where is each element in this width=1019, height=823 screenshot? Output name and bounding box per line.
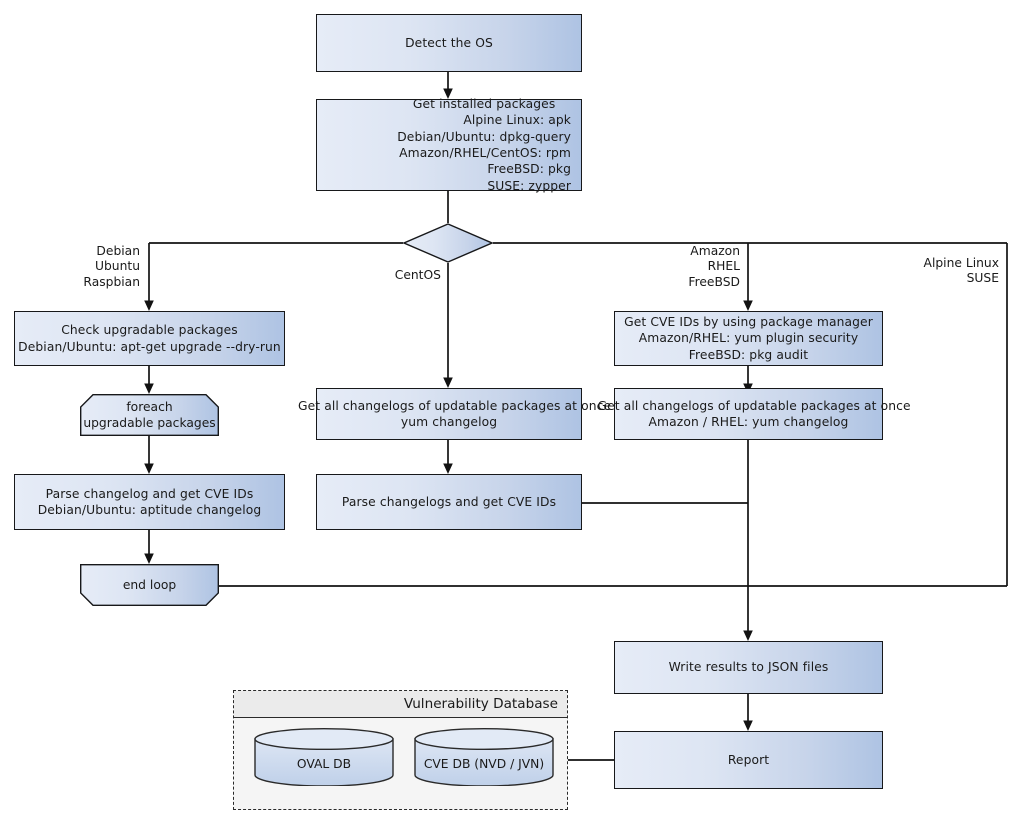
node-parse-changelog-debian[interactable]: Parse changelog and get CVE IDs Debian/U…	[14, 474, 285, 530]
node-changelogs-amazon[interactable]: Get all changelogs of updatable packages…	[598, 388, 911, 440]
end-loop-fill	[80, 564, 219, 606]
node-write-results[interactable]: Write results to JSON files	[614, 641, 883, 694]
node-report[interactable]: Report	[614, 731, 883, 789]
node-get-installed-packages[interactable]: Get installed packages Alpine Linux: apk…	[316, 96, 582, 193]
foreach-loop-outline	[80, 394, 219, 436]
node-end-loop[interactable]: end loop	[80, 564, 219, 606]
oval-db-label: OVAL DB	[296, 756, 352, 771]
foreach-line-2: upgradable packages	[83, 416, 216, 430]
db-cylinder-oval[interactable]: OVAL DB	[254, 727, 394, 787]
branch-label-debian: Debian Ubuntu Raspbian	[83, 244, 140, 289]
vulnerability-database-group: Vulnerability Database OVAL DB	[233, 690, 568, 810]
node-parse-changelogs-centos[interactable]: Parse changelogs and get CVE IDs	[316, 474, 582, 530]
node-os-decision[interactable]	[402, 223, 494, 263]
changelogs-centos-line-2: yum changelog	[400, 415, 498, 429]
db-cylinder-cve[interactable]: CVE DB (NVD / JVN)	[414, 727, 554, 787]
get-cve-ids-line-3: FreeBSD: pkg audit	[688, 347, 809, 362]
pkg-line-amazon: Amazon/RHEL/CentOS: rpm	[399, 146, 571, 160]
parse-changelogs-centos-label: Parse changelogs and get CVE IDs	[341, 494, 557, 509]
node-check-upgradable[interactable]: Check upgradable packages Debian/Ubuntu:…	[14, 311, 285, 366]
cve-db-label: CVE DB (NVD / JVN)	[423, 756, 545, 771]
foreach-loop-fill	[80, 394, 219, 436]
pkg-line-suse: SUSE: zypper	[487, 178, 571, 193]
get-cve-ids-line-1: Get CVE IDs by using package manager	[624, 314, 873, 329]
node-get-cve-ids-pkgmgr[interactable]: Get CVE IDs by using package manager Ama…	[614, 311, 883, 366]
end-loop-outline	[80, 564, 219, 606]
pkg-line-freebsd: FreeBSD: pkg	[487, 162, 571, 177]
node-detect-os[interactable]: Detect the OS	[316, 14, 582, 72]
vulnerability-database-title: Vulnerability Database	[234, 691, 567, 718]
branch-label-alpine: Alpine Linux SUSE	[923, 256, 999, 286]
report-label: Report	[727, 752, 770, 767]
check-upgradable-line-2: Debian/Ubuntu: apt-get upgrade --dry-run	[18, 339, 281, 354]
parse-changelog-deb-line-1: Parse changelog and get CVE IDs	[45, 486, 254, 501]
parse-changelog-deb-line-2: Debian/Ubuntu: aptitude changelog	[37, 503, 262, 517]
node-foreach-loop[interactable]: foreach upgradable packages	[80, 394, 219, 436]
pkg-line-debian: Debian/Ubuntu: dpkg-query	[397, 129, 571, 144]
changelogs-amazon-line-1: Get all changelogs of updatable packages…	[597, 398, 911, 413]
write-results-label: Write results to JSON files	[668, 660, 829, 675]
diamond-shape	[402, 223, 494, 263]
changelogs-amazon-line-2: Amazon / RHEL: yum changelog	[648, 415, 849, 429]
node-detect-os-label: Detect the OS	[405, 35, 493, 50]
node-changelogs-centos[interactable]: Get all changelogs of updatable packages…	[298, 388, 611, 440]
end-loop-label: end loop	[122, 577, 177, 592]
check-upgradable-line-1: Check upgradable packages	[61, 323, 238, 338]
cve-db-shape	[414, 727, 554, 787]
foreach-line-1: foreach	[126, 399, 173, 414]
changelogs-centos-line-1: Get all changelogs of updatable packages…	[298, 398, 612, 413]
branch-label-centos: CentOS	[394, 268, 441, 282]
branch-label-amazon: Amazon RHEL FreeBSD	[688, 244, 740, 289]
oval-db-shape	[254, 727, 394, 787]
node-get-installed-packages-title: Get installed packages	[412, 96, 556, 111]
get-cve-ids-line-2: Amazon/RHEL: yum plugin security	[638, 331, 859, 346]
pkg-line-alpine: Alpine Linux: apk	[463, 113, 571, 128]
